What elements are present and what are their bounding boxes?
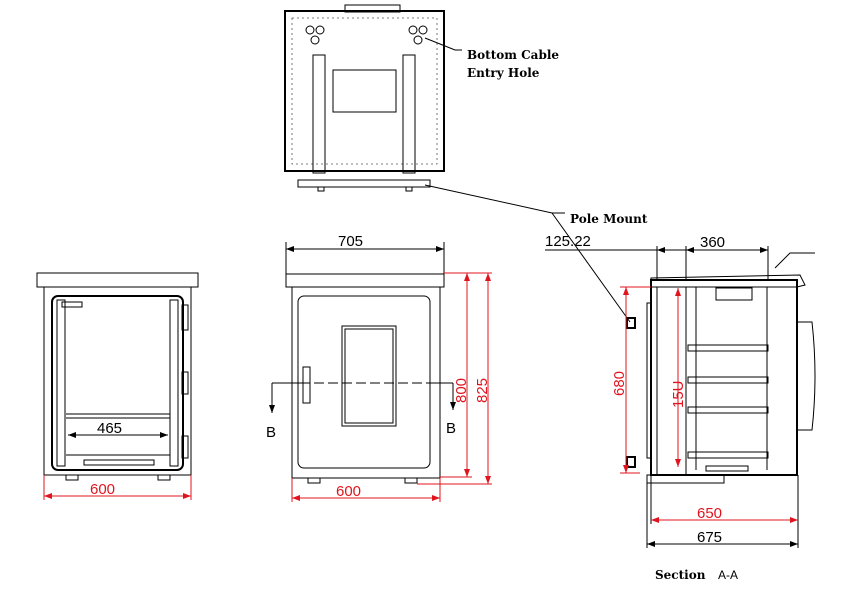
bottom-cable-label-2: Entry Hole [467,66,540,80]
section-view: 125.22 360 680 15U 650 675 Section A-A [545,233,816,582]
dim-680: 680 [611,371,628,396]
section-id: A-A [718,568,738,582]
dim-360: 360 [700,234,725,251]
dim-800: 800 [453,378,470,403]
door-handle [302,366,311,404]
pole-mount-leader [424,184,631,323]
front-open-view: 465 600 [36,272,199,500]
section-marker-left: B [266,424,276,441]
dim-650: 650 [697,505,722,522]
fan-icon [715,287,753,301]
dim-600-front: 600 [336,483,361,500]
dim-705: 705 [338,233,363,250]
pole-clamp-icon [626,456,636,468]
front-view: 705 B B 800 825 600 [266,233,492,502]
dim-15u: 15U [670,380,687,408]
dim-825: 825 [474,378,491,403]
dim-600-left: 600 [90,481,115,498]
dim-675: 675 [697,529,722,546]
section-title: Section [655,568,706,582]
bottom-cable-label: Bottom Cable [467,48,559,62]
dim-125-22: 125.22 [545,233,591,250]
top-view: Bottom Cable Entry Hole [284,4,559,192]
cable-hole-icon [305,25,428,45]
dim-465: 465 [97,420,122,437]
section-marker-right: B [446,420,456,437]
pole-mount-label: Pole Mount [570,212,648,226]
